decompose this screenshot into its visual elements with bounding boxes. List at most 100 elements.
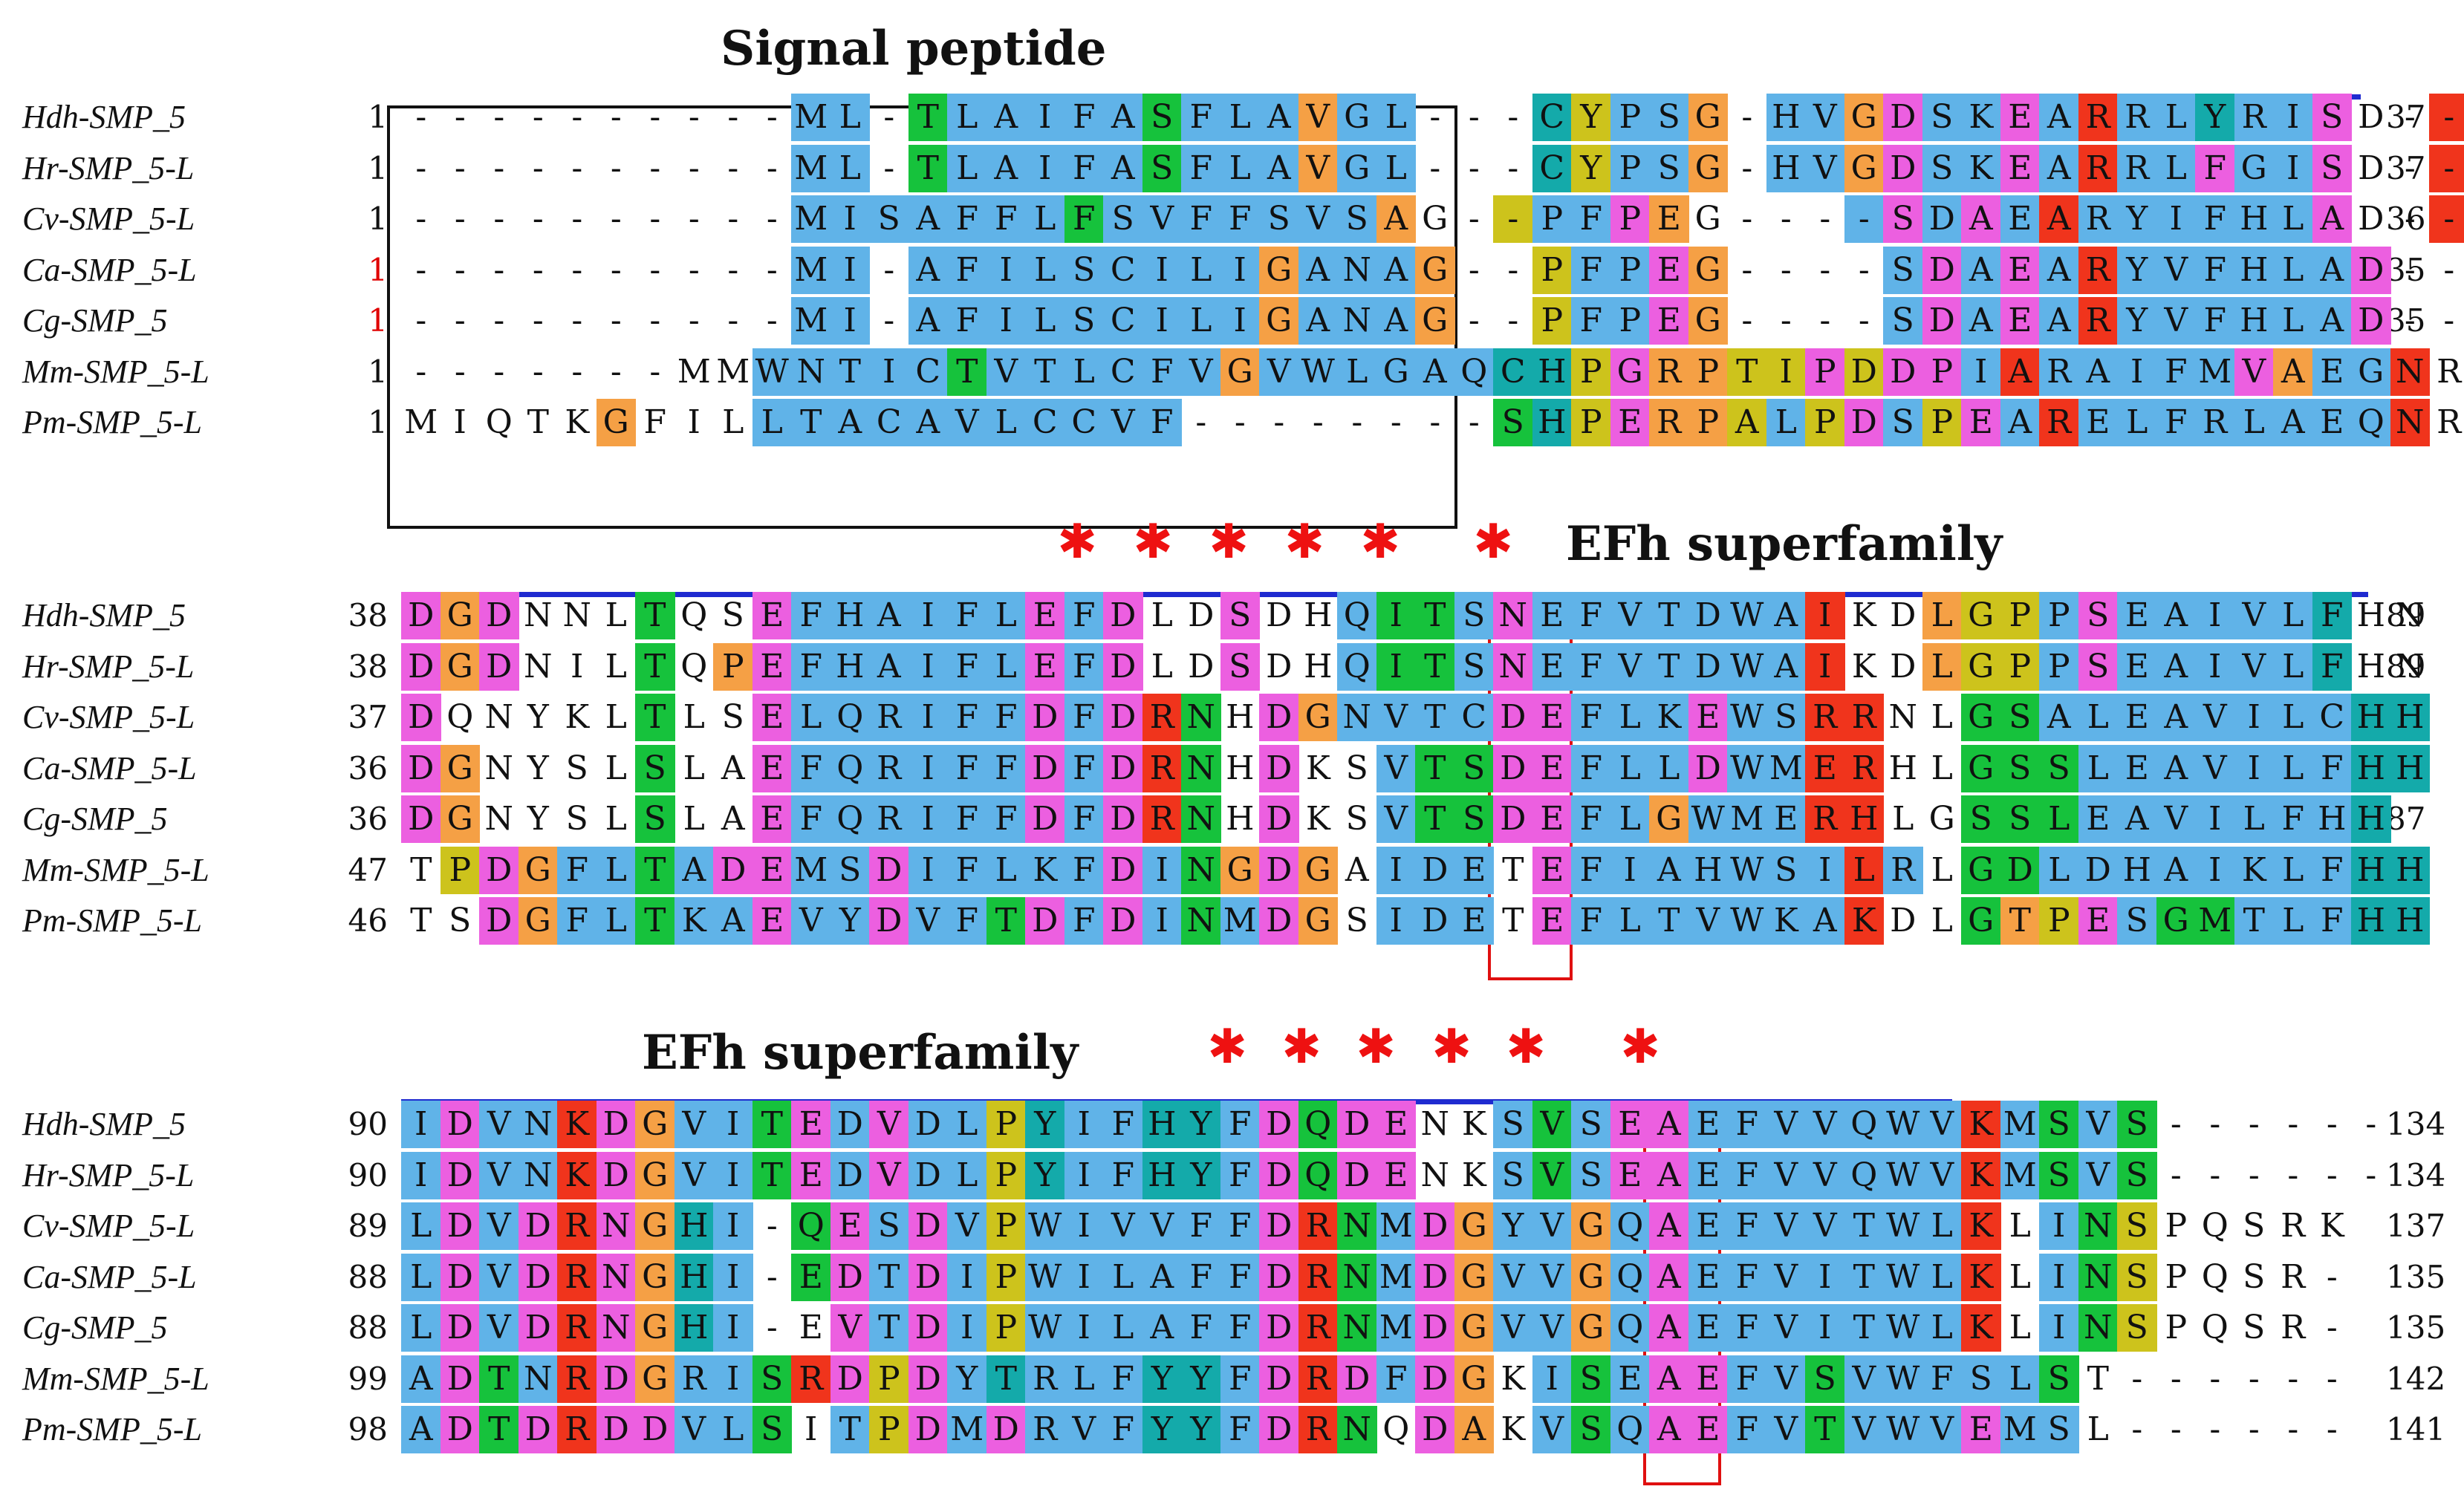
residue: H xyxy=(1142,1151,1182,1199)
residue: E xyxy=(1532,592,1572,639)
gap-residue: - xyxy=(1741,200,1753,238)
residue: D xyxy=(908,1253,948,1301)
residue: L xyxy=(1103,1304,1143,1352)
residue: D xyxy=(1688,642,1728,691)
residue: T xyxy=(947,348,987,396)
residue: A xyxy=(1103,94,1143,141)
residue: D xyxy=(908,1151,948,1199)
gap-residue: - xyxy=(727,200,739,238)
residue: V xyxy=(1805,144,1845,192)
residue: D xyxy=(1337,1151,1377,1199)
residue: I xyxy=(2195,592,2235,639)
residue: I xyxy=(1805,592,1845,639)
conserved-site-star-icon: ✱ xyxy=(1057,515,1097,570)
residue: K xyxy=(1025,846,1065,894)
residue: A xyxy=(908,195,948,243)
gap-residue: - xyxy=(454,352,466,391)
gap-residue: - xyxy=(688,149,700,187)
residue: G xyxy=(1610,348,1650,396)
residue: R xyxy=(557,1202,597,1250)
residue: D xyxy=(518,1304,558,1352)
residue: Y xyxy=(527,749,549,787)
residue: H xyxy=(1304,647,1333,685)
residue: S xyxy=(2117,1304,2157,1352)
gap-residue: - xyxy=(493,250,505,289)
residue: F xyxy=(1103,1101,1143,1148)
residue: V xyxy=(1766,1355,1806,1403)
residue: G xyxy=(1961,592,2001,639)
residue: L xyxy=(2087,1410,2109,1448)
gap-residue: - xyxy=(1468,302,1480,339)
residue: P xyxy=(1571,348,1611,396)
residue: I xyxy=(1142,246,1182,294)
residue: N xyxy=(1181,694,1221,741)
residue: G xyxy=(635,1355,675,1403)
residue: L xyxy=(1103,1253,1143,1301)
end-position: 141 xyxy=(2386,1411,2446,1447)
residue: I xyxy=(2195,846,2235,894)
residue: A xyxy=(1103,144,1143,192)
residue: F xyxy=(1571,694,1611,741)
residue: R xyxy=(1142,744,1182,792)
residue: F xyxy=(557,897,597,945)
gap-residue: - xyxy=(1858,250,1870,289)
sequence-name: Hdh-SMP_5 xyxy=(22,1106,186,1142)
gap-residue: - xyxy=(1741,302,1753,339)
residue: V xyxy=(1142,1202,1182,1250)
residue: I xyxy=(453,403,467,441)
residue: F xyxy=(2195,195,2235,243)
residue: D xyxy=(1922,297,1962,345)
residue: S xyxy=(830,846,870,894)
residue: D xyxy=(518,1406,558,1453)
residue: E xyxy=(2000,144,2040,192)
residue: K xyxy=(1461,1156,1486,1194)
sequence-name: Hdh-SMP_5 xyxy=(22,597,186,633)
residue: Y xyxy=(1142,1406,1182,1453)
residue: D xyxy=(1259,1406,1299,1453)
residue: I xyxy=(571,647,584,685)
end-position: 135 xyxy=(2386,1258,2446,1295)
residue: F xyxy=(643,403,667,441)
residue: E xyxy=(830,1202,870,1250)
gap-residue: - xyxy=(1195,403,1207,441)
residue: D xyxy=(401,744,441,792)
gap-residue: - xyxy=(1429,149,1441,187)
gap-residue: - xyxy=(1507,98,1519,136)
residue: M xyxy=(2195,348,2235,396)
residue: H xyxy=(2351,744,2391,792)
start-position: 47 xyxy=(348,851,388,888)
residue: I xyxy=(1376,642,1416,691)
residue: S xyxy=(1345,902,1368,939)
residue: E xyxy=(1688,694,1728,741)
residue: E xyxy=(2000,246,2040,294)
residue: L xyxy=(2039,846,2079,894)
residue: L xyxy=(1064,1355,1104,1403)
residue: V xyxy=(1844,1406,1884,1453)
residue: I xyxy=(869,348,909,396)
residue: N xyxy=(596,1253,636,1301)
residue: S xyxy=(2117,897,2157,945)
residue: E xyxy=(1649,297,1689,345)
sequence-name: Hr-SMP_5-L xyxy=(22,149,195,186)
residue: S xyxy=(1883,297,1923,345)
start-position: 1 xyxy=(368,149,388,186)
residue: M xyxy=(404,403,438,441)
residue: D xyxy=(1415,1202,1455,1250)
residue: N xyxy=(1337,1253,1377,1301)
gap-residue: - xyxy=(2209,1105,2221,1143)
gap-residue: - xyxy=(493,98,505,136)
gap-residue: - xyxy=(2429,144,2464,192)
residue: R xyxy=(2281,1207,2306,1245)
gap-residue: - xyxy=(493,200,505,238)
residue: D xyxy=(1688,592,1728,639)
residue: F xyxy=(947,297,987,345)
gap-residue: - xyxy=(727,149,739,187)
residue: Q xyxy=(446,698,474,736)
residue: G xyxy=(2234,144,2274,192)
residue: F xyxy=(1727,1101,1767,1148)
residue: L xyxy=(2078,744,2118,792)
residue: W xyxy=(1727,592,1767,639)
residue: P xyxy=(986,1253,1026,1301)
residue: D xyxy=(1259,846,1299,894)
residue: A xyxy=(2117,795,2157,843)
